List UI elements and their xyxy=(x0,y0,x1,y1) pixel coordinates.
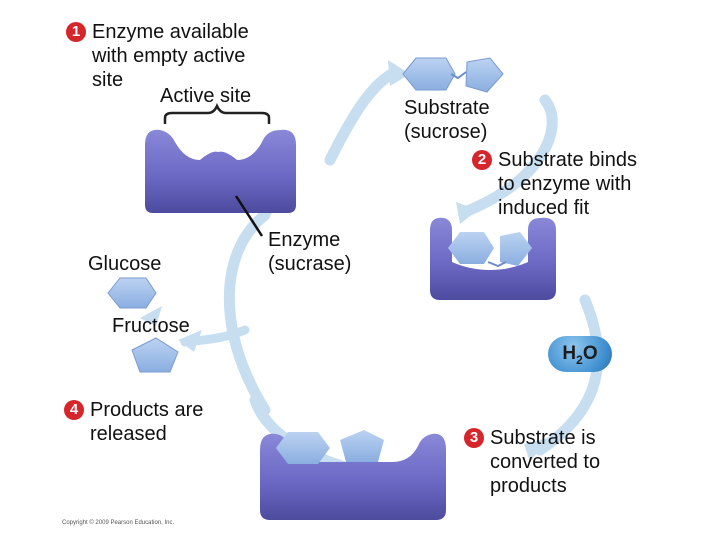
arrow-conversion xyxy=(534,294,604,456)
water-molecule: H2O xyxy=(548,336,612,372)
bound-pentagon xyxy=(500,232,532,266)
arrow-binding xyxy=(324,66,401,166)
substrate-bond xyxy=(450,71,467,80)
step-2: 2 Substrate binds to enzyme with induced… xyxy=(472,148,692,228)
step-4-text: Products are released xyxy=(90,399,204,445)
fructose-label: Fructose xyxy=(112,315,190,337)
step-2-number: 2 xyxy=(472,150,492,170)
fructose-pentagon xyxy=(131,337,179,373)
step-1-number: 1 xyxy=(66,22,86,42)
step-1: 1 Enzyme available with empty active sit… xyxy=(66,20,296,100)
glucose-hex xyxy=(107,277,157,309)
step-2-text: Substrate binds to enzyme with induced f… xyxy=(498,149,637,219)
product-hex xyxy=(276,432,330,464)
enzyme-bound xyxy=(430,217,556,300)
active-site-bracket xyxy=(163,102,271,124)
arrow-head-step2 xyxy=(456,202,478,224)
step-3: 3 Substrate is converted to products xyxy=(464,426,664,506)
water-subscript: 2 xyxy=(576,352,583,367)
substrate-pentagon xyxy=(465,57,504,93)
copyright-notice: Copyright © 2009 Pearson Education, Inc. xyxy=(62,520,175,526)
glucose-label: Glucose xyxy=(88,253,162,275)
arrow-head-bottom xyxy=(524,438,548,462)
bound-hex xyxy=(448,232,494,264)
enzyme-products xyxy=(260,433,446,520)
substrate-hex xyxy=(402,57,456,91)
bound-bond xyxy=(487,261,507,268)
step-4-number: 4 xyxy=(64,400,84,420)
step-3-text: Substrate is converted to products xyxy=(490,427,601,497)
active-site-label: Active site xyxy=(160,85,252,107)
step-4: 4 Products are released xyxy=(64,398,264,454)
arrow-products-left xyxy=(180,325,250,347)
substrate-label: Substrate (sucrose) xyxy=(404,97,490,143)
enzyme-empty xyxy=(145,129,296,213)
substrate-sucrose xyxy=(402,57,504,93)
step-3-number: 3 xyxy=(464,428,484,448)
arrow-head-top xyxy=(388,60,410,86)
bound-substrate xyxy=(448,232,532,268)
enzyme-label: Enzyme (sucrase) xyxy=(268,229,352,275)
enzyme-pointer-line xyxy=(234,195,264,237)
step-1-text: Enzyme available with empty active site xyxy=(92,21,249,91)
product-pentagon xyxy=(340,430,384,462)
water-o: O xyxy=(582,343,598,364)
water-h: H xyxy=(562,343,577,364)
arrow-return xyxy=(223,209,271,416)
arrow-head-fructose xyxy=(140,306,162,326)
arrow-to-step2 xyxy=(459,94,558,218)
product-shapes xyxy=(276,430,384,464)
